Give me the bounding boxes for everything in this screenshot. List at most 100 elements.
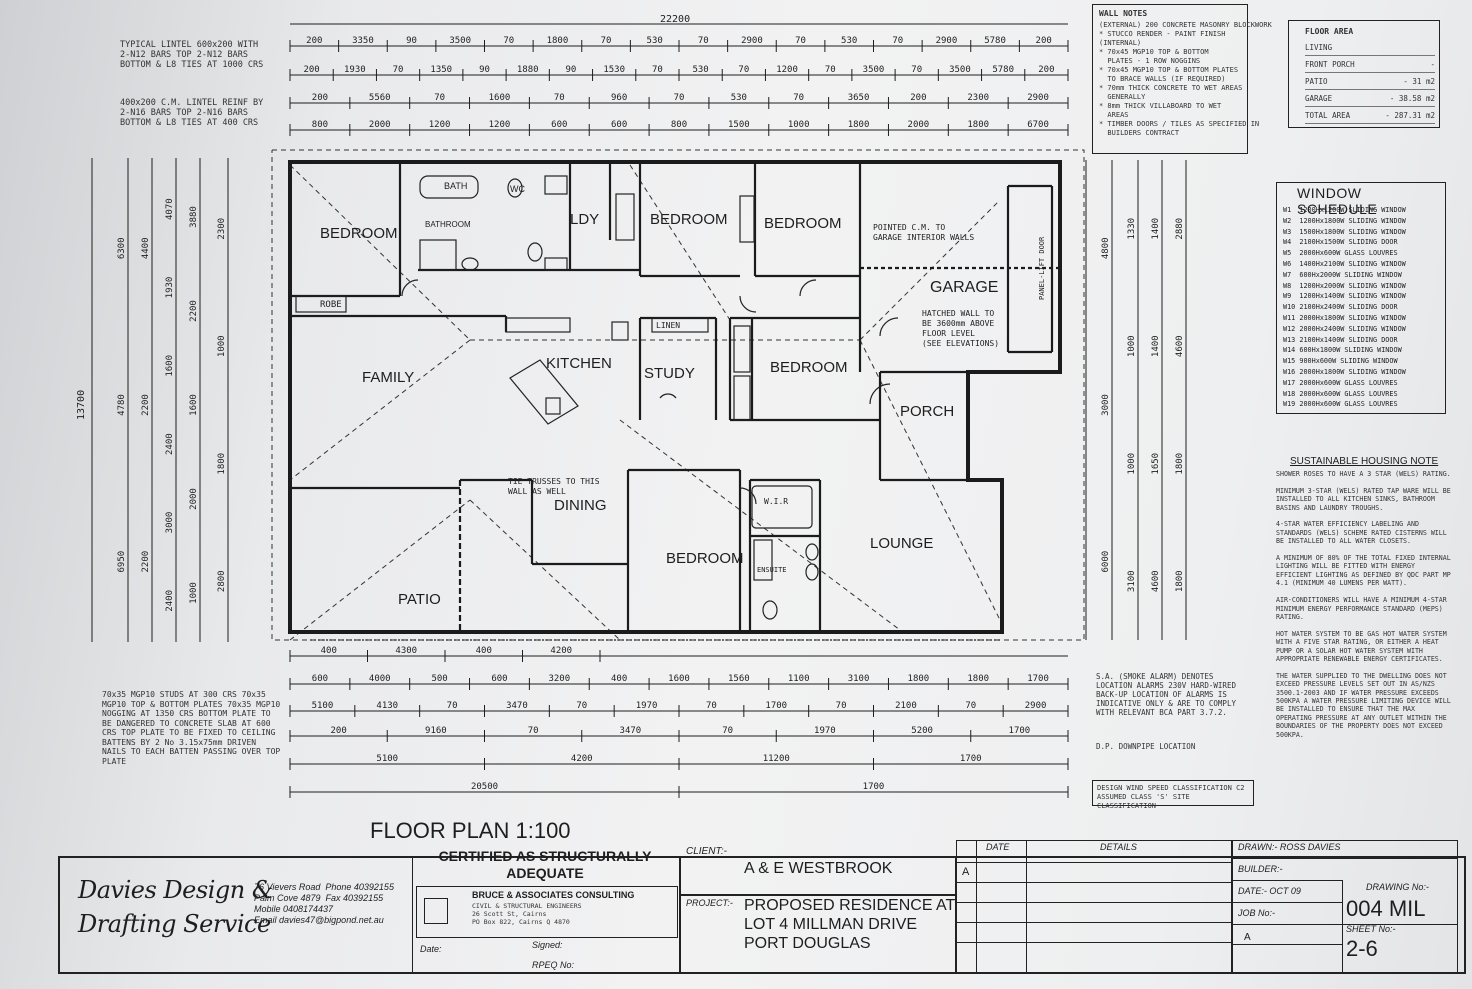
top-dimension: 90 [566, 65, 577, 75]
top-dimension: 1200 [776, 65, 798, 75]
consultant-details: CIVIL & STRUCTURAL ENGINEERS 26 Scott St… [472, 902, 582, 926]
bottom-dimension: 4000 [369, 674, 391, 684]
info-col-line [1342, 880, 1343, 974]
robe [295, 295, 347, 313]
left-dimension: 2200 [141, 551, 151, 573]
floor-area-value: - 31 m2 [1403, 77, 1435, 86]
roof-hip-line [859, 199, 1001, 341]
window-schedule-row: W16 2000Hx1800W SLIDING WINDOW [1283, 367, 1406, 376]
door-swing [739, 295, 757, 313]
bottom-dimension: 70 [965, 701, 976, 711]
top-dimension: 1200 [489, 120, 511, 130]
bath-tub [419, 175, 479, 199]
floor-area-row: FRONT PORCH- [1305, 56, 1435, 73]
kitchen-bench [505, 317, 571, 333]
right-dimension: 1000 [1127, 335, 1137, 357]
roof-hip-line [289, 339, 471, 481]
roof-hip-line [289, 164, 471, 341]
right-dimension: 1330 [1127, 218, 1137, 240]
info-row-line [1232, 902, 1342, 903]
sheet-number: 2-6 [1346, 936, 1378, 961]
left-dimension: 3880 [189, 206, 199, 228]
toilet [527, 242, 543, 262]
hatched-wall-note-line: (SEE ELEVATIONS) [922, 339, 999, 348]
smoke-alarm-note: S.A. (SMOKE ALARM) DENOTES LOCATION ALAR… [1096, 672, 1236, 717]
consultant-name: BRUCE & ASSOCIATES CONSULTING [472, 890, 635, 900]
top-dimension: 960 [611, 93, 627, 103]
left-dimension: 1600 [165, 355, 175, 377]
room-label-bedroom-4: BEDROOM [770, 359, 848, 376]
bottom-dimension: 500 [431, 674, 447, 684]
window-schedule-row: W4 2100Hx1500W SLIDING DOOR [1283, 238, 1398, 247]
right-dimension: 1000 [1127, 453, 1137, 475]
garage-note-line: GARAGE INTERIOR WALLS [873, 233, 974, 242]
basin [461, 257, 479, 271]
left-dimension: 2200 [141, 394, 151, 416]
info-row-line [1232, 858, 1458, 859]
room-label-family: FAMILY [362, 369, 414, 386]
right-dimension: 1800 [1175, 570, 1185, 592]
top-dimension: 90 [479, 65, 490, 75]
robe [733, 375, 751, 421]
label-linen: LINEN [656, 321, 680, 330]
door-swing [879, 317, 899, 337]
room-label-bedroom-3: BEDROOM [764, 215, 842, 232]
room-label-bathroom: BATHROOM [425, 220, 471, 229]
overall-depth-dimension: 13700 [76, 390, 87, 420]
kitchen-island [509, 359, 579, 425]
floor-area-label: FRONT PORCH [1305, 60, 1355, 69]
project-label: PROJECT:- [686, 898, 733, 908]
basin [805, 563, 819, 581]
top-dimension: 2900 [936, 36, 958, 46]
room-label-wc: WC [510, 184, 525, 194]
top-dimension: 70 [795, 36, 806, 46]
bottom-dimension: 4130 [376, 701, 398, 711]
sustainable-housing-text: SHOWER ROSES TO HAVE A 3 STAR (WELS) RAT… [1276, 470, 1451, 739]
bottom-dimension: 1700 [765, 701, 787, 711]
bottom-dimension: 1560 [728, 674, 750, 684]
left-dimension: 1800 [217, 453, 227, 475]
left-dimension: 4400 [141, 237, 151, 259]
window-schedule-row: W19 2000Hx600W GLASS LOUVRES [1283, 400, 1398, 409]
bottom-dimension: 3200 [548, 674, 570, 684]
project-description: PROPOSED RESIDENCE AT: LOT 4 MILLMAN DRI… [744, 897, 958, 952]
bottom-dimension: 70 [706, 701, 717, 711]
window-schedule-row: W3 1500Hx1800W SLIDING WINDOW [1283, 227, 1406, 236]
laundry-machine [544, 257, 568, 271]
top-dimension: 2900 [741, 36, 763, 46]
room-label-porch: PORCH [900, 403, 954, 420]
toilet [507, 178, 523, 198]
top-dimension: 530 [841, 36, 857, 46]
laundry-tub [544, 175, 568, 195]
basin [805, 543, 819, 561]
shower [753, 539, 773, 581]
top-dimension: 70 [674, 93, 685, 103]
door-swing [739, 487, 757, 505]
right-dimension: 1800 [1175, 453, 1185, 475]
roof-hip-line [629, 164, 731, 321]
room-label-wir: W.I.R [764, 497, 788, 506]
top-dimension: 200 [303, 65, 319, 75]
top-dimension: 1530 [603, 65, 625, 75]
bottom-dimension: 3470 [506, 701, 528, 711]
bottom-dimension: 1700 [960, 754, 982, 764]
bottom-dimension: 1970 [814, 726, 836, 736]
client-name: A & E WESTBROOK [744, 860, 893, 877]
floor-area-label: LIVING [1305, 43, 1333, 52]
room-label-bedroom: BEDROOM [320, 225, 398, 242]
trusses-note-line: WALL AS WELL [508, 487, 566, 496]
top-dimension: 200 [312, 93, 328, 103]
firm-name-line2: Drafting Service [78, 910, 271, 938]
window-schedule-row: W11 2000Hx1800W SLIDING WINDOW [1283, 313, 1406, 322]
left-dimension: 1930 [165, 277, 175, 299]
revision-row-line [956, 942, 1232, 943]
linen-shelf [651, 317, 709, 333]
bottom-dimension: 3470 [620, 726, 642, 736]
bottom-dimension: 5100 [376, 754, 398, 764]
left-dimension: 3000 [165, 512, 175, 534]
top-dimension: 1500 [728, 120, 750, 130]
eave-outline [271, 149, 1085, 641]
right-dimension: 3000 [1101, 394, 1111, 416]
top-dimension: 70 [793, 93, 804, 103]
